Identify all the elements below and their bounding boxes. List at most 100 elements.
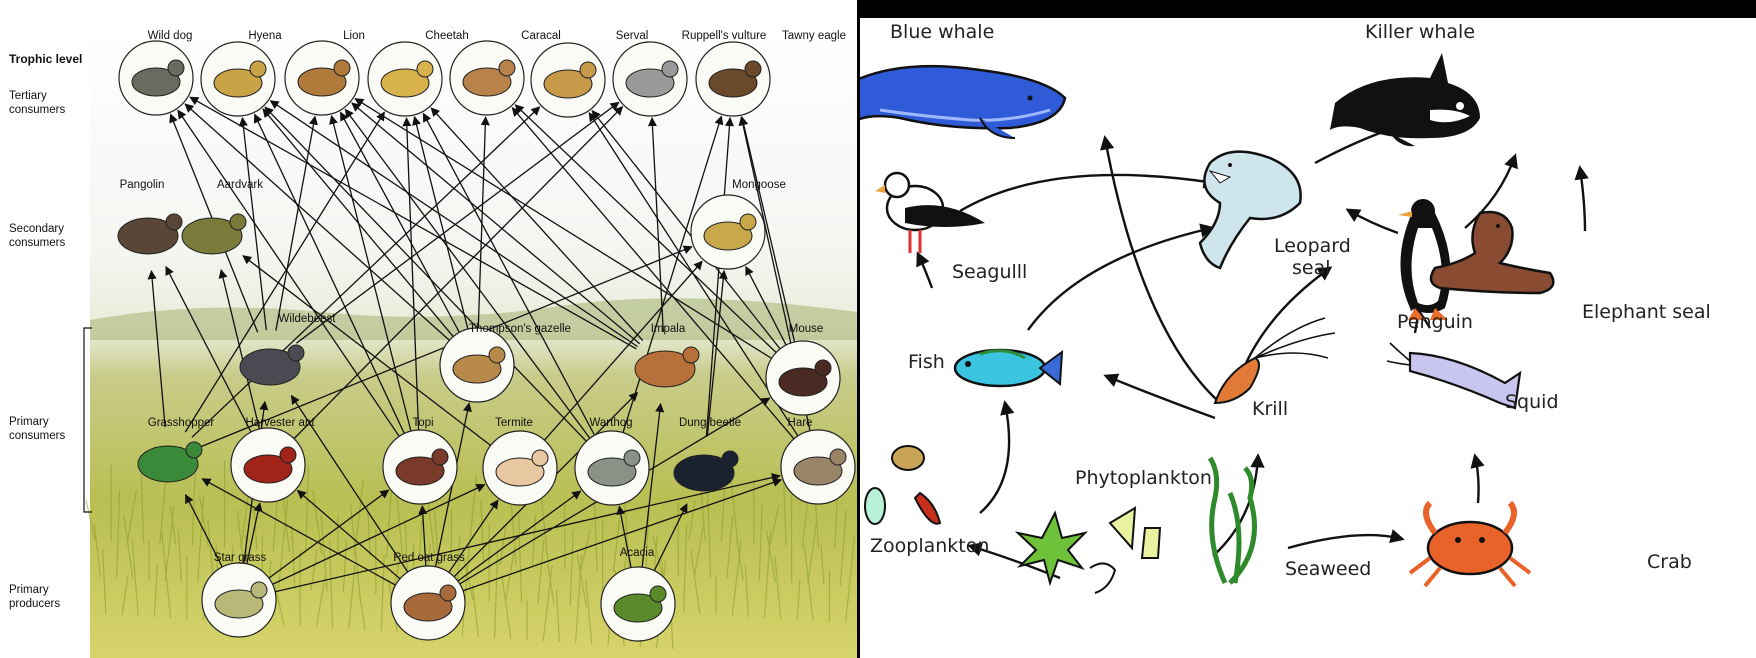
arrow-zooplankton-to-fish (980, 403, 1009, 513)
squid-drawing (1387, 343, 1520, 408)
organism-head (624, 450, 640, 466)
level-label-line2: producers (9, 598, 60, 610)
level-label-line1: Tertiary (9, 90, 47, 102)
level-producers-label: Primary producers (9, 584, 60, 610)
elephant-seal-drawing (1431, 212, 1553, 293)
organism-label-wild-dog: Wild dog (148, 30, 193, 42)
organism-head (280, 447, 296, 463)
organism-head (166, 214, 182, 230)
organism-label-ant: Harvester ant (245, 417, 315, 429)
label-phytoplankton: Phytoplankton (1075, 467, 1212, 489)
arrow-seagull-to-leopard-seal (960, 175, 1215, 211)
organism-label-wildebeest: Wildebeest (279, 313, 337, 325)
label-elephant-seal: Elephant seal (1582, 301, 1711, 323)
organism-head (230, 214, 246, 230)
label-fish: Fish (908, 351, 945, 373)
organism-head (650, 586, 666, 602)
organism-label-hyena: Hyena (248, 30, 282, 42)
arrow-penguin-to-leopard-seal (1348, 210, 1398, 233)
label-seaweed: Seaweed (1285, 558, 1371, 580)
organism-label-aardvark: Aardvark (217, 179, 263, 191)
label-killer-whale: Killer whale (1365, 21, 1475, 43)
organism-label-mongoose: Mongoose (732, 179, 786, 191)
arrow-krill-to-fish (1106, 376, 1215, 418)
label-krill: Krill (1252, 398, 1288, 420)
label-leopard-seal-line2: seal (1292, 257, 1331, 279)
organism-head (683, 347, 699, 363)
organism-label-vulture: Ruppell's vulture (682, 30, 767, 42)
organism-label-topi: Topi (412, 417, 433, 429)
organism-label-mouse: Mouse (789, 323, 824, 335)
organism-head (168, 60, 184, 76)
antarctic-food-web: Blue whale Killer whale Leopard seal Sea… (860, 18, 1756, 658)
label-crab: Crab (1647, 551, 1692, 573)
label-zooplankton: Zooplankton (870, 535, 989, 557)
organism-label-beetle: Dung beetle (679, 417, 741, 429)
organism-head (250, 61, 266, 77)
organism-label-red-oat: Red oat grass (393, 552, 465, 564)
seaweed-drawing (1210, 458, 1255, 583)
arrow-fish-to-seagull (918, 254, 932, 288)
organism-head (662, 61, 678, 77)
label-leopard-seal-line1: Leopard (1274, 235, 1351, 257)
level-label-line1: Primary (9, 584, 49, 596)
organism-head (251, 582, 267, 598)
organism-head (722, 451, 738, 467)
level-label-line1: Secondary (9, 223, 64, 235)
organism-label-impala: Impala (651, 323, 686, 335)
organism-head (740, 214, 756, 230)
organism-label-warthog: Warthog (589, 417, 632, 429)
trophic-level-header: Trophic level (9, 52, 82, 66)
organism-head (432, 449, 448, 465)
organism-head (440, 585, 456, 601)
label-squid: Squid (1505, 391, 1559, 413)
organism-head (499, 60, 515, 76)
label-penguin: Penguin (1397, 311, 1473, 333)
organism-label-termite: Termite (495, 417, 533, 429)
krill-drawing (1215, 318, 1335, 403)
fish-drawing (955, 350, 1062, 386)
level-label-line2: consumers (9, 104, 65, 116)
crab-drawing (1410, 503, 1530, 586)
antarctic-canvas: Blue whale Killer whale Leopard seal Sea… (860, 18, 1756, 658)
organism-head (417, 61, 433, 77)
label-blue-whale: Blue whale (890, 21, 994, 43)
level-label-line2: consumers (9, 430, 65, 442)
organism-head (489, 347, 505, 363)
killer-whale-drawing (1330, 53, 1480, 146)
level-tertiary-label: Tertiary consumers (9, 90, 65, 116)
organism-head (580, 62, 596, 78)
organism-label-acacia: Acacia (620, 547, 655, 559)
savanna-food-web: Trophic level Tertiary consumers Seconda… (0, 0, 857, 658)
level-primary-consumers-label: Primary consumers (9, 416, 65, 442)
organism-head (532, 450, 548, 466)
organism-head (830, 449, 846, 465)
label-seagull: Seagulll (952, 261, 1027, 283)
organism-head (334, 60, 350, 76)
phytoplankton-drawing (1018, 508, 1160, 593)
arrow-elephant-seal-to-killer-whale (1580, 168, 1585, 231)
organism-head (815, 360, 831, 376)
level-label-line2: consumers (9, 237, 65, 249)
arrow-crab-to-squid (1475, 456, 1479, 503)
organism-label-star-grass: Star grass (214, 552, 267, 564)
organism-head (288, 345, 304, 361)
arrow-fish-to-leopard-seal (1028, 228, 1212, 330)
organism-label-serval: Serval (616, 30, 649, 42)
organism-head (745, 61, 761, 77)
organism-label-lion: Lion (343, 30, 365, 42)
organism-label-eagle: Tawny eagle (782, 30, 846, 42)
organism-label-hare: Hare (788, 417, 813, 429)
savanna-canvas: Trophic level Tertiary consumers Seconda… (0, 0, 857, 658)
organism-label-pangolin: Pangolin (120, 179, 165, 191)
level-label-line1: Primary (9, 416, 49, 428)
zooplankton-drawing (865, 446, 940, 524)
penguin-drawing (1398, 199, 1451, 320)
organism-label-caracal: Caracal (521, 30, 561, 42)
organism-label-gazelle: Thompson's gazelle (469, 323, 571, 335)
blue-whale-drawing (860, 66, 1065, 138)
organism-label-cheetah: Cheetah (425, 30, 468, 42)
level-secondary-label: Secondary consumers (9, 223, 65, 249)
organism-head (186, 442, 202, 458)
arrow-seaweed-to-crab (1288, 535, 1402, 548)
